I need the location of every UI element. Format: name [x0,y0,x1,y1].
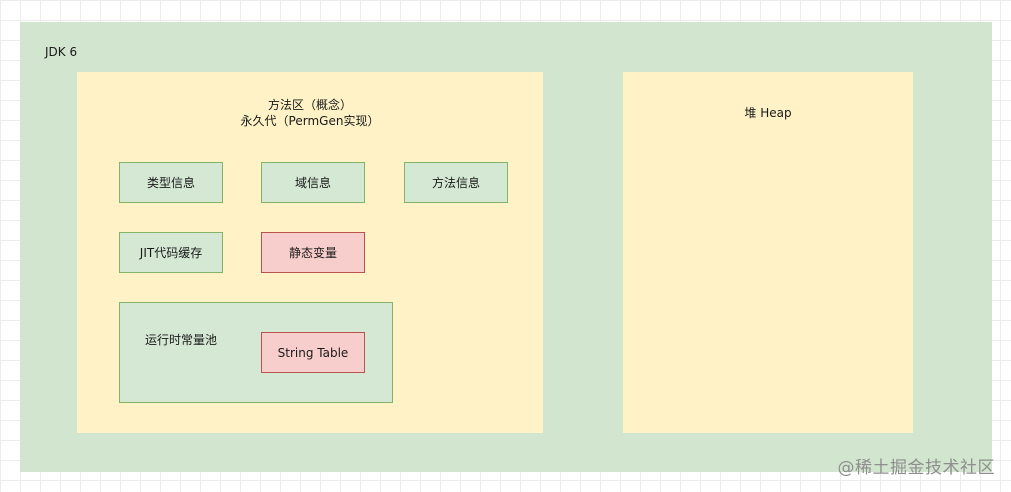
static-vars-box: 静态变量 [261,232,365,273]
method-area-title: 方法区（概念） 永久代（PermGen实现） [77,97,543,129]
field-info-box: 域信息 [261,162,365,203]
method-area-title-line1: 方法区（概念） [267,98,352,112]
heap-area [623,72,913,433]
jdk-version-label: JDK 6 [45,45,78,59]
heap-label: 堆 Heap [744,106,792,120]
method-area-title-line2: 永久代（PermGen实现） [240,114,380,128]
watermark: @稀土掘金技术社区 [837,458,995,478]
method-info-box: 方法信息 [404,162,508,203]
string-table-box: String Table [261,332,365,373]
jit-cache-box: JIT代码缓存 [119,232,223,273]
type-info-box: 类型信息 [119,162,223,203]
runtime-constant-pool-label: 运行时常量池 [145,333,218,347]
